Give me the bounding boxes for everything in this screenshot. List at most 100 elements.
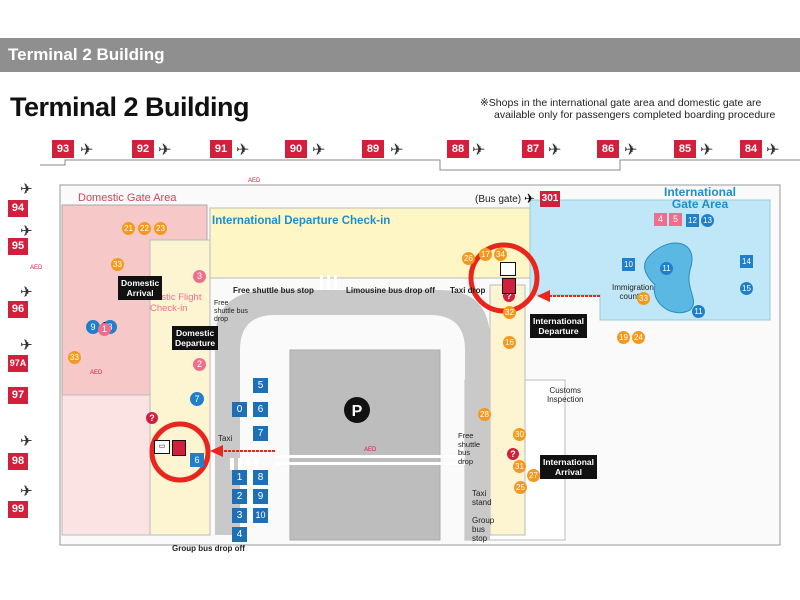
pink-shop-3[interactable]: 3 [193,270,206,283]
orange-shop-32[interactable]: 32 [503,306,516,319]
plane-icon: ✈ [524,191,535,206]
orange-shop-23[interactable]: 23 [154,222,167,235]
blue-shop-13[interactable]: 13 [701,214,714,227]
parking-col-4[interactable]: 4 [232,527,247,542]
group-bus-stop-line2: bus [472,525,485,534]
gate-94[interactable]: 94 [8,200,28,217]
plane-icon: ✈ [20,433,33,450]
plane-icon: ✈ [700,142,714,159]
gate-88[interactable]: 88 [447,140,469,158]
parking-col-6a[interactable]: 6 [253,402,268,417]
parking-col-3[interactable]: 3 [232,508,247,523]
orange-shop-31[interactable]: 31 [513,460,526,473]
free-shuttle-drop-left-2: shuttle bus [214,308,248,315]
orange-shop-19[interactable]: 19 [617,331,630,344]
gate-98[interactable]: 98 [8,453,28,470]
orange-shop-28[interactable]: 28 [478,408,491,421]
orange-shop-24[interactable]: 24 [632,331,645,344]
blue-shop-10[interactable]: 10 [622,258,635,271]
parking-col-2[interactable]: 2 [232,489,247,504]
orange-shop-33c[interactable]: 33 [637,292,650,305]
highlight-ring-domestic[interactable] [149,421,211,483]
parking-col-9[interactable]: 9 [253,489,268,504]
immigration-line2: counter [619,292,647,301]
parking-col-5[interactable]: 5 [253,378,268,393]
gate-99[interactable]: 99 [8,501,28,518]
parking-col-1[interactable]: 1 [232,470,247,485]
orange-shop-34[interactable]: 34 [494,248,507,261]
domestic-counter-7[interactable]: 7 [190,392,204,406]
info-question-icon[interactable]: ? [507,448,519,460]
plane-icon: ✈ [472,142,486,159]
orange-shop-17[interactable]: 17 [479,248,492,261]
group-bus-stop-line3: stop [472,534,488,543]
blue-shop-15[interactable]: 15 [740,282,753,295]
parking-col-10[interactable]: 10 [253,508,268,523]
intl-departure-line2: Departure [538,326,579,336]
orange-shop-30[interactable]: 30 [513,428,526,441]
blue-shop-11a[interactable]: 11 [660,262,673,275]
blue-shop-11b[interactable]: 11 [692,305,705,318]
gate-89[interactable]: 89 [362,140,384,158]
orange-shop-26[interactable]: 26 [462,252,475,265]
pink-shop-1b[interactable]: 1 [98,323,111,336]
arrow-domestic [210,445,275,457]
terminal-outline [40,159,800,171]
orange-shop-22[interactable]: 22 [138,222,151,235]
pink-shop-2[interactable]: 2 [193,358,206,371]
domestic-flight-checkin-label: Domestic Flight Check-in [136,292,201,314]
free-shuttle-right-4: drop [458,456,474,466]
gate-84[interactable]: 84 [740,140,762,158]
aed-icon: AED [248,178,261,184]
parking-col-8[interactable]: 8 [253,470,268,485]
orange-shop-21[interactable]: 21 [122,222,135,235]
gate-91[interactable]: 91 [210,140,232,158]
group-bus-stop-line1: Group [472,516,495,525]
gate-92[interactable]: 92 [132,140,154,158]
gate-97[interactable]: 97 [8,387,28,404]
taxi-stand-line1: Taxi [472,489,487,498]
orange-shop-33a[interactable]: 33 [111,258,124,271]
gate-96[interactable]: 96 [8,301,28,318]
atm-icon[interactable] [502,278,516,294]
blue-shop-12[interactable]: 12 [686,214,699,227]
domestic-arrival-line1: Domestic [121,278,160,288]
pink-shop-5[interactable]: 5 [669,213,682,226]
pink-shop-4[interactable]: 4 [654,213,667,226]
bus-gate-number[interactable]: 301 [540,191,560,207]
customs-line1: Customs [549,386,582,395]
atm-icon[interactable] [172,440,186,456]
domestic-departure-line2: Departure [175,338,216,348]
gate-87[interactable]: 87 [522,140,544,158]
orange-shop-16[interactable]: 16 [503,336,516,349]
section-header-bar: Terminal 2 Building [0,38,800,72]
page-title: Terminal 2 Building [10,92,250,122]
orange-shop-27[interactable]: 27 [527,469,540,482]
free-shuttle-drop-left-label: Free shuttle bus drop [214,300,248,324]
computer-icon[interactable]: ▭ [154,440,170,454]
domestic-lower-area [61,394,153,536]
gate-86[interactable]: 86 [597,140,619,158]
orange-shop-25[interactable]: 25 [514,481,527,494]
plane-icon: ✈ [20,284,33,301]
gate-93[interactable]: 93 [52,140,74,158]
group-bus-stop-label: Group bus stop [472,516,494,543]
domestic-counter-9[interactable]: 9 [86,320,100,334]
blue-shop-14[interactable]: 14 [740,255,753,268]
orange-shop-33b[interactable]: 33 [68,351,81,364]
intl-gate-area-label: International Gate Area [664,186,736,210]
computer-icon[interactable] [500,262,516,276]
gate-90[interactable]: 90 [285,140,307,158]
gate-97a[interactable]: 97A [8,355,28,372]
shop-availability-note: ※Shops in the international gate area an… [480,97,775,121]
gate-85[interactable]: 85 [674,140,696,158]
gate-95[interactable]: 95 [8,238,28,255]
section-header-text: Terminal 2 Building [8,45,165,64]
arrow-international [537,290,600,302]
parking-icon-bg [344,397,370,423]
plane-icon: ✈ [390,142,404,159]
domestic-counter-6[interactable]: 6 [190,453,204,467]
parking-col-7[interactable]: 7 [253,426,268,441]
info-question-icon[interactable]: ? [146,412,158,424]
parking-col-0[interactable]: 0 [232,402,247,417]
